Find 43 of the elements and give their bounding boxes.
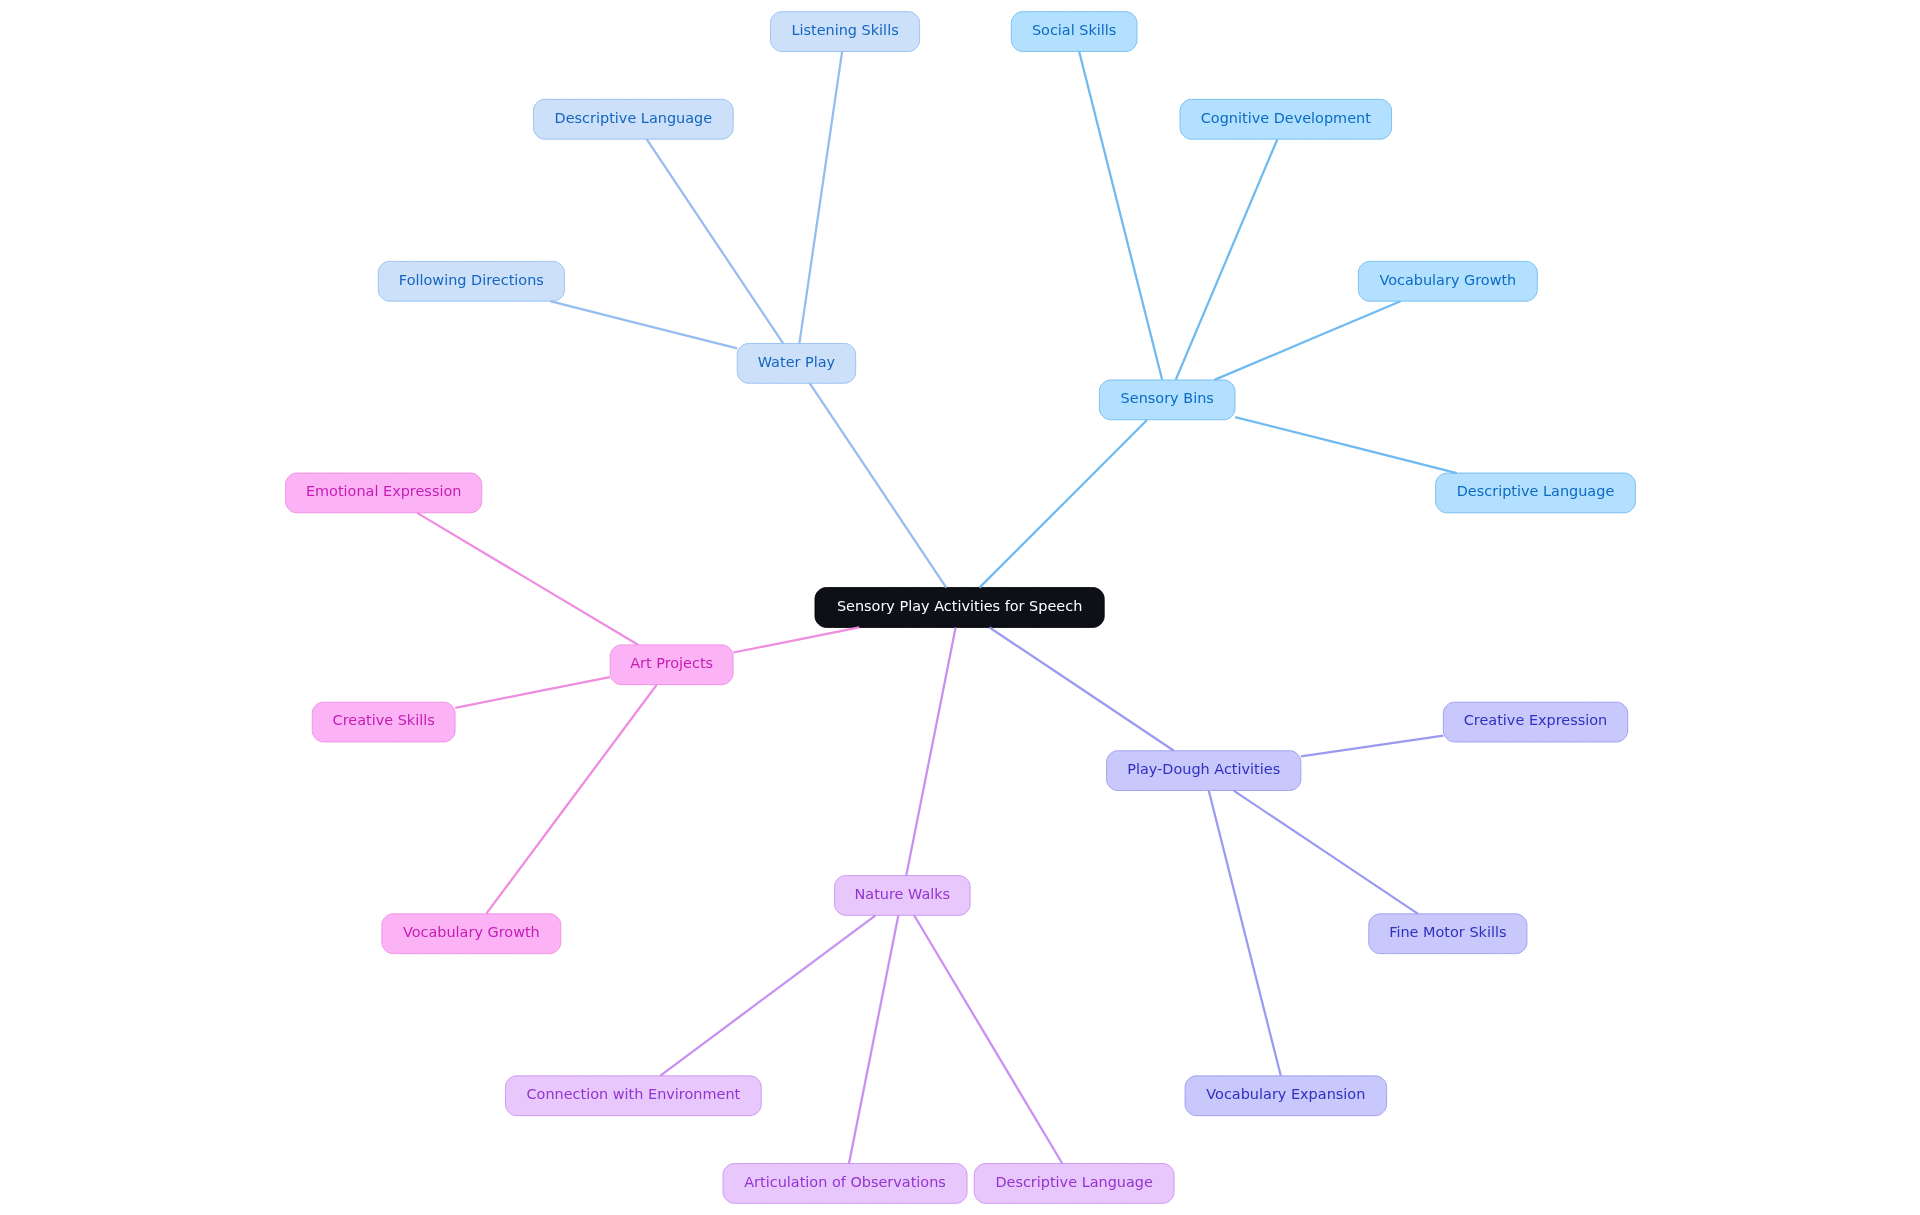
connector	[904, 627, 957, 876]
connector	[847, 915, 899, 1164]
node-box: Fine Motor Skills	[1367, 913, 1527, 955]
node-box: Water Play	[736, 343, 856, 384]
connector	[978, 419, 1148, 589]
node-box: Play-Dough Activities	[1105, 750, 1301, 791]
connector	[1300, 734, 1443, 758]
connector	[988, 626, 1175, 752]
node-box: Vocabulary Growth	[380, 913, 561, 955]
node-box: Creative Skills	[311, 701, 455, 743]
connector	[1234, 415, 1457, 475]
node-box: Articulation of Observations	[722, 1163, 967, 1204]
node-box: Nature Walks	[833, 875, 971, 916]
connector	[415, 511, 639, 646]
node-box: Descriptive Language	[973, 1163, 1174, 1204]
connector	[484, 684, 657, 915]
node-box: Descriptive Language	[532, 98, 734, 140]
node-box: Following Directions	[377, 260, 565, 302]
node-box: Social Skills	[1010, 11, 1137, 52]
connector	[1232, 789, 1419, 915]
node-box: Listening Skills	[769, 11, 920, 52]
node-box: Vocabulary Expansion	[1184, 1075, 1387, 1117]
connector	[454, 675, 610, 709]
node-box: Vocabulary Growth	[1357, 260, 1538, 302]
node-box: Connection with Environment	[504, 1075, 762, 1117]
connector	[797, 51, 843, 344]
connector	[1174, 138, 1278, 381]
connector	[808, 382, 947, 589]
connector	[645, 138, 784, 345]
node-box: Cognitive Development	[1179, 98, 1392, 140]
node-box: Sensory Play Activities for Speech	[814, 587, 1105, 628]
node-box: Creative Expression	[1442, 701, 1628, 743]
connector	[659, 914, 876, 1077]
node-box: Descriptive Language	[1434, 472, 1636, 514]
node-box: Art Projects	[609, 644, 734, 686]
connector	[1213, 300, 1401, 381]
connector	[1077, 51, 1163, 381]
connector	[549, 300, 737, 350]
connector	[912, 914, 1063, 1165]
node-box: Emotional Expression	[284, 472, 482, 514]
connector	[732, 626, 859, 654]
connector	[1207, 790, 1282, 1077]
node-box: Sensory Bins	[1098, 379, 1235, 421]
